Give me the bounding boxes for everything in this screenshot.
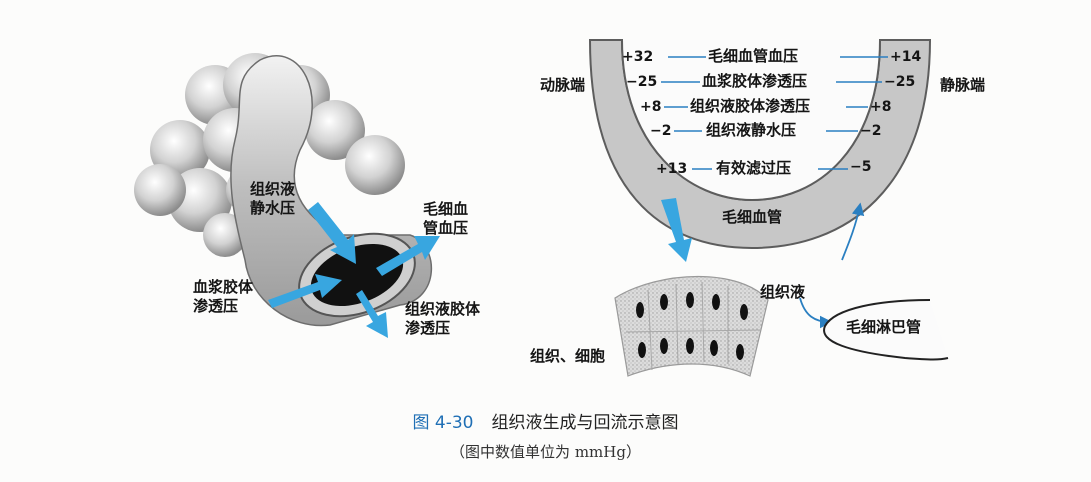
capillary-lumen-dark xyxy=(310,243,404,307)
arterial-value-interstitial-hydrostatic: −2 xyxy=(650,123,672,139)
label-plasma-colloid-line2: 渗透压 xyxy=(193,297,239,315)
venous-end-label: 静脉端 xyxy=(940,76,986,94)
row-name-effective-filtration: 有效滤过压 xyxy=(716,159,792,177)
label-plasma-colloid-line1: 血浆胶体 xyxy=(193,278,254,296)
venous-value-interstitial-hydrostatic: −2 xyxy=(860,123,882,139)
left-pressure-arrows xyxy=(268,202,440,338)
arterial-value-effective-filtration: +13 xyxy=(656,161,688,177)
label-interstitial-colloid-line2: 渗透压 xyxy=(405,319,451,337)
arrow-capillary-pressure xyxy=(376,236,440,276)
lymph-capillary-label: 毛细淋巴管 xyxy=(846,318,922,336)
figure-title: 组织液生成与回流示意图 xyxy=(491,413,679,433)
figure-number: 图 4-30 xyxy=(412,413,474,433)
label-interstitial-hydrostatic-line2: 静水压 xyxy=(250,199,296,217)
venous-value-capillary-pressure: +14 xyxy=(890,49,922,65)
arterial-value-capillary-pressure: +32 xyxy=(622,49,654,65)
interstitial-fluid-label: 组织液 xyxy=(760,283,806,301)
arterial-value-plasma-colloid: −25 xyxy=(626,74,658,90)
label-interstitial-hydrostatic-line1: 组织液 xyxy=(250,180,296,198)
capillary-label: 毛细血管 xyxy=(722,208,783,226)
venous-value-interstitial-colloid: +8 xyxy=(870,99,892,115)
row-name-interstitial-hydrostatic: 组织液静水压 xyxy=(706,121,797,139)
arterial-value-interstitial-colloid: +8 xyxy=(640,99,662,115)
figure-unit-note: （图中数值单位为 mmHg） xyxy=(450,443,641,461)
tissue-cells-block xyxy=(614,275,769,377)
tissue-cells-label: 组织、细胞 xyxy=(530,347,606,365)
lymph-flow-arrow xyxy=(799,297,833,329)
arterial-end-label: 动脉端 xyxy=(540,76,586,94)
lymph-capillary xyxy=(823,299,949,361)
label-interstitial-colloid-line1: 组织液胶体 xyxy=(405,300,481,318)
venous-value-effective-filtration: −5 xyxy=(850,159,872,175)
label-capillary-pressure-line2: 管血压 xyxy=(423,219,469,237)
reabsorption-arrow xyxy=(841,202,865,261)
pressure-guide-lines xyxy=(661,56,888,170)
venous-value-plasma-colloid: −25 xyxy=(884,74,916,90)
row-name-capillary-pressure: 毛细血管血压 xyxy=(708,47,799,65)
arrow-interstitial-hydrostatic xyxy=(308,202,356,264)
arrow-plasma-colloid xyxy=(268,274,342,308)
arrow-interstitial-colloid xyxy=(356,290,388,338)
u-capillary xyxy=(588,39,932,250)
row-name-interstitial-colloid: 组织液胶体渗透压 xyxy=(690,97,811,115)
row-name-plasma-colloid: 血浆胶体渗透压 xyxy=(702,72,808,90)
label-capillary-pressure-line1: 毛细血 xyxy=(423,200,469,218)
filtration-arrow xyxy=(661,198,692,262)
figure-caption: 图 4-30 组织液生成与回流示意图 xyxy=(0,408,1091,433)
left-capillary-illustration xyxy=(134,53,440,338)
